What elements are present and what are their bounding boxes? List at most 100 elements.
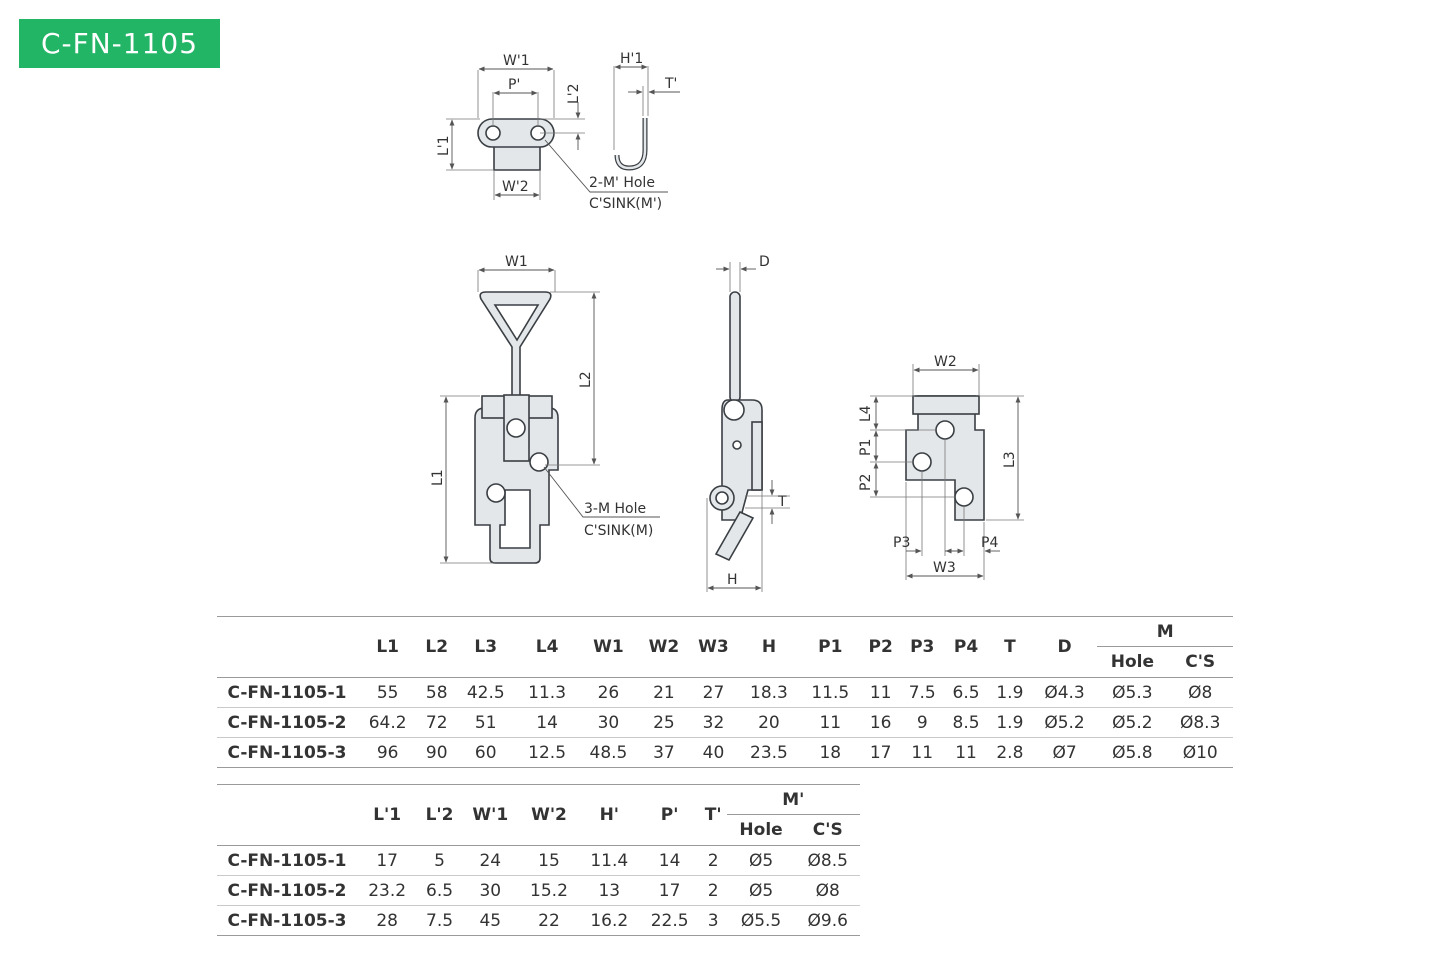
table-cell: 8.5 [944,707,988,738]
col-header-w1-prime: W'1 [461,784,519,846]
latch-front-view [440,267,660,564]
table-cell: 42.5 [455,677,517,708]
table-cell: 72 [418,707,456,738]
col-header-m-hole: Hole [1110,652,1154,672]
dim-label-l3: L3 [1002,451,1018,468]
table-cell: 6.5 [417,875,462,906]
col-header-l2: L2 [418,616,456,678]
dim-label-d: D [759,254,770,270]
table-cell: 30 [577,707,640,738]
col-header-w2-prime: W'2 [518,784,580,846]
table-cell: 16.2 [579,905,640,936]
col-header-p1: P1 [799,616,861,678]
table-cell: 2.8 [987,737,1032,768]
col-header-w2: W2 [639,616,689,678]
table-cell: 60 [455,737,517,768]
dim-label-w2: W2 [934,354,957,370]
table-cell: Ø5.8 [1097,737,1168,768]
table-cell: Ø8.5 [795,845,860,876]
table-cell: Ø10 [1167,737,1233,768]
table-cell: 26 [577,677,640,708]
latch-spec-table: L1 L2 L3 L4 W1 W2 W3 H P1 P2 P3 P4 T D M… [217,616,1233,768]
catch-plate-front-view [446,66,668,200]
col-group-m-prime: M' [726,784,860,815]
table-row: C-FN-1105-3 28 7.5 45 22 16.2 22.5 3 Ø5.… [217,905,860,936]
table-cell: Ø4.3 [1031,677,1098,708]
table-cell: 3 [699,905,727,936]
table-cell: 11 [944,737,988,768]
col-header-l3: L3 [455,616,517,678]
table-cell: 22 [518,905,580,936]
table-cell: Ø5 [726,875,796,906]
col-header-m-cs: C'S [1185,652,1216,672]
table-cell: 23.5 [738,737,800,768]
table-row: C-FN-1105-1 55 58 42.5 11.3 26 21 27 18.… [217,677,1233,708]
col-group-m: M [1097,616,1233,647]
col-header-l1-prime: L'1 [357,784,418,846]
table-cell: 48.5 [577,737,640,768]
col-header-p3: P3 [900,616,945,678]
table-cell: Ø5 [726,845,796,876]
table-cell: 14 [516,707,578,738]
table-cell: 23.2 [357,875,418,906]
col-header-l4: L4 [516,616,578,678]
table-cell: 9 [900,707,945,738]
table-cell: 14 [639,845,700,876]
dim-label-p-prime: P' [508,77,520,93]
table-cell: 17 [357,845,418,876]
table-cell: 7.5 [417,905,462,936]
dim-label-h1-prime: H'1 [620,51,643,67]
col-header-p4: P4 [944,616,988,678]
model-cell: C-FN-1105-1 [217,845,357,876]
label-2m-hole: 2-M' Hole [589,175,655,191]
col-header-w3: W3 [688,616,739,678]
dim-label-l1-prime: L'1 [436,135,452,156]
table-cell: 13 [579,875,640,906]
table-cell: 1.9 [987,677,1032,708]
dim-label-l2: L2 [578,371,594,388]
table-cell: 64.2 [357,707,419,738]
table-cell: 17 [860,737,901,768]
table-cell: 21 [639,677,689,708]
table-cell: 11.4 [579,845,640,876]
table-cell: 40 [688,737,739,768]
dim-label-w2-prime: W'2 [502,179,529,195]
model-cell: C-FN-1105-3 [217,905,357,936]
catch-plate-side-view [613,64,680,171]
table-cell: 11 [860,677,901,708]
table-cell: 2 [699,845,727,876]
dim-label-p3: P3 [893,535,910,551]
col-header-h-prime: H' [579,784,640,846]
table-cell: 11.3 [516,677,578,708]
col-header-p-prime: P' [639,784,700,846]
dim-label-p2: P2 [858,474,874,491]
table-cell: 25 [639,707,689,738]
table-cell: 18.3 [738,677,800,708]
dim-label-l4: L4 [858,405,874,422]
table-cell: Ø5.5 [726,905,796,936]
table-cell: 15.2 [518,875,580,906]
table-cell: Ø7 [1031,737,1098,768]
model-cell: C-FN-1105-1 [217,677,357,708]
table-cell: 55 [357,677,419,708]
table-cell: 30 [461,875,519,906]
label-csink-m: C'SINK(M) [584,523,653,539]
table-cell: Ø5.3 [1097,677,1168,708]
table-cell: 22.5 [639,905,700,936]
base-plate-view [870,364,1024,580]
table-cell: 90 [418,737,456,768]
col-header-h: H [738,616,800,678]
dim-label-w1: W1 [505,254,528,270]
table-cell: 96 [357,737,419,768]
table-cell: 32 [688,707,739,738]
dim-label-p1: P1 [858,439,874,456]
table-cell: 12.5 [516,737,578,768]
dim-label-t-prime: T' [664,76,677,92]
table-cell: 2 [699,875,727,906]
dim-label-l2-prime: L'2 [566,83,582,104]
dim-label-l1: L1 [430,469,446,486]
dim-label-p4: P4 [981,535,998,551]
table-row: C-FN-1105-3 96 90 60 12.5 48.5 37 40 23.… [217,737,1233,768]
dim-label-w1-prime: W'1 [503,53,530,69]
technical-drawing: W'1 P' L'2 L'1 W'2 2-M' Hole C'SINK(M') … [430,51,1024,592]
